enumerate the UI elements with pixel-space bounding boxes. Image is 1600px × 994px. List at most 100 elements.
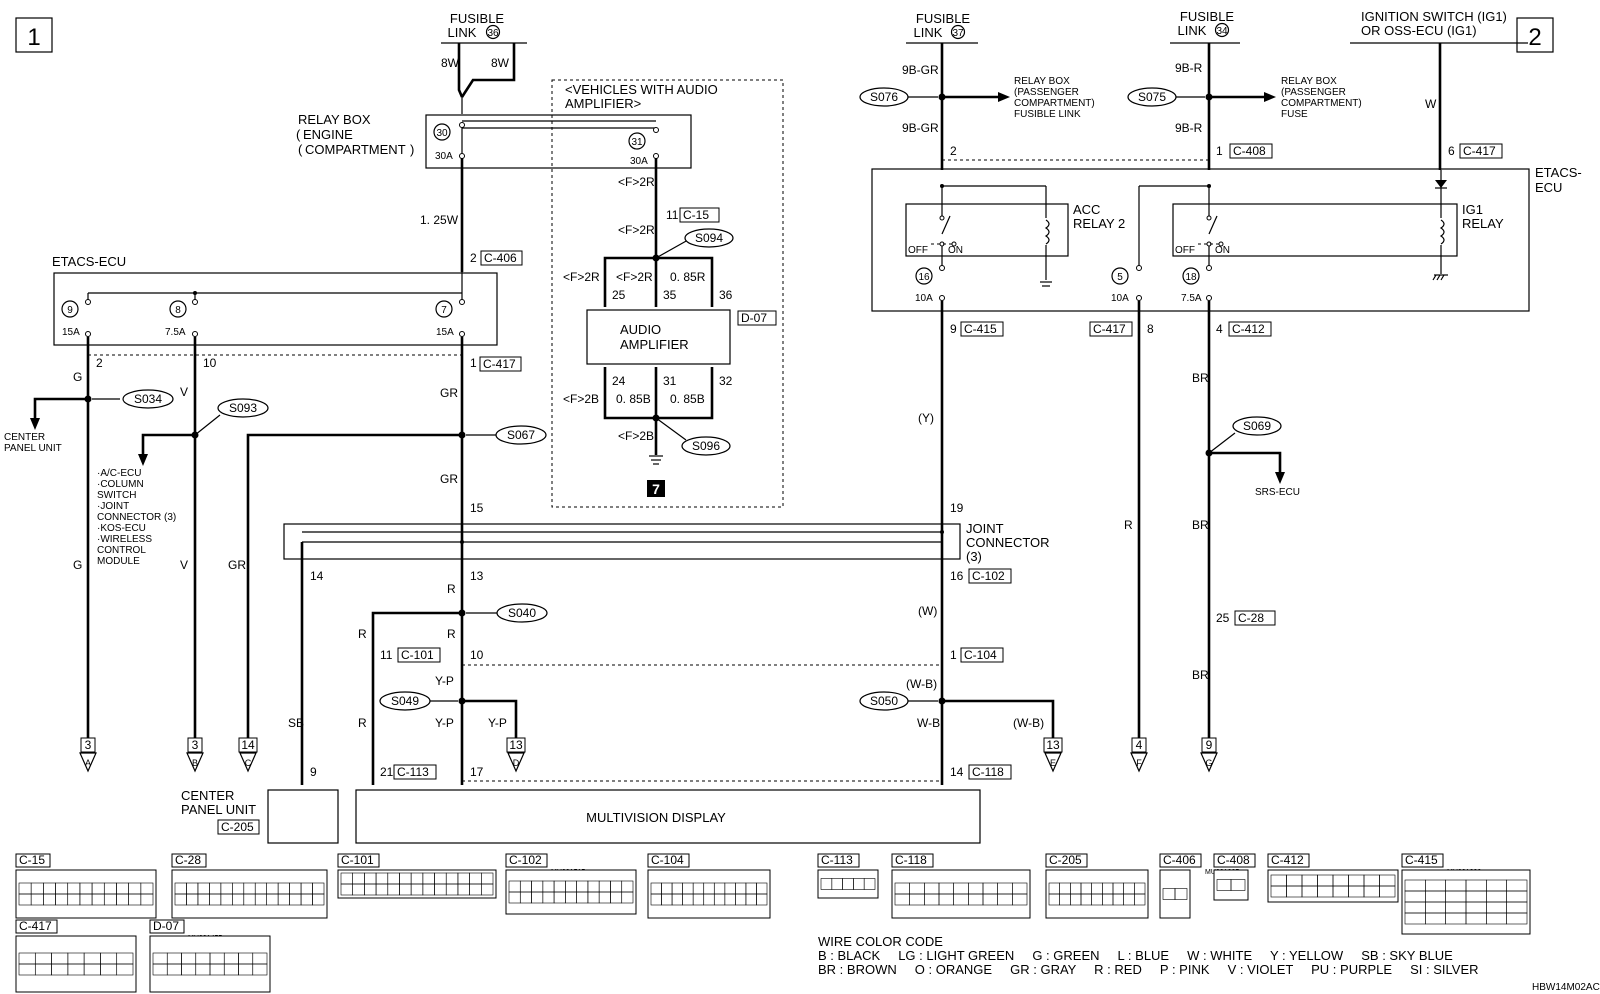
svg-text:ACC: ACC: [1073, 202, 1100, 217]
svg-text:LINK: LINK: [1178, 23, 1207, 38]
svg-text:C-102: C-102: [972, 569, 1005, 583]
svg-text:<F>2R: <F>2R: [618, 175, 655, 189]
connector-tag-c104: C-104: [960, 647, 1004, 663]
svg-text:C-102: C-102: [509, 853, 542, 867]
audio-amplifier: AUDIO AMPLIFIER D-07: [586, 309, 777, 365]
svg-text:): ): [410, 142, 414, 157]
svg-text:11: 11: [380, 648, 393, 662]
svg-text:(PASSENGER: (PASSENGER: [1014, 87, 1079, 98]
svg-text:4: 4: [1216, 322, 1223, 336]
svg-text:<F>2B: <F>2B: [563, 392, 599, 406]
page-marker-right: 2: [1516, 17, 1554, 53]
svg-text:30A: 30A: [435, 151, 453, 162]
svg-text:(W-B): (W-B): [1013, 716, 1044, 730]
svg-text:31: 31: [663, 374, 677, 388]
connector-view-c-205: C-205: [1045, 853, 1149, 919]
splice-s075: S075: [1127, 87, 1205, 107]
offpage-D: 13 D: [506, 737, 526, 773]
svg-text:PANEL UNIT: PANEL UNIT: [4, 443, 62, 454]
svg-text:24: 24: [612, 374, 626, 388]
svg-text:(W-B): (W-B): [906, 677, 937, 691]
svg-text:C-408: C-408: [1233, 144, 1266, 158]
svg-text:S076: S076: [870, 90, 898, 104]
destination-list: ·A/C-ECU ·COLUMN SWITCH ·JOINT CONNECTOR…: [97, 468, 176, 567]
svg-text:C-415: C-415: [964, 322, 997, 336]
svg-text:A: A: [85, 758, 91, 768]
svg-text:C-417: C-417: [19, 919, 52, 933]
svg-text:C-412: C-412: [1232, 322, 1265, 336]
svg-text:S049: S049: [391, 694, 419, 708]
svg-text:·A/C-ECU: ·A/C-ECU: [97, 468, 141, 479]
svg-text:1: 1: [27, 24, 40, 51]
svg-text:COMPARTMENT): COMPARTMENT): [1281, 98, 1362, 109]
svg-text:C-113: C-113: [821, 853, 853, 867]
svg-text:C-408: C-408: [1217, 853, 1250, 867]
svg-text:C-101: C-101: [401, 648, 434, 662]
offpage-B: 3 B: [186, 737, 204, 773]
svg-text:C-412: C-412: [1271, 853, 1304, 867]
svg-text:S096: S096: [692, 439, 720, 453]
svg-text:PANEL UNIT: PANEL UNIT: [181, 802, 256, 817]
svg-text:7.5A: 7.5A: [165, 327, 186, 338]
svg-text:V: V: [180, 558, 188, 572]
svg-text:(: (: [298, 142, 303, 157]
svg-text:18: 18: [1185, 272, 1197, 283]
svg-text:S034: S034: [134, 392, 162, 406]
svg-text:ON: ON: [948, 245, 963, 256]
svg-text:9B-R: 9B-R: [1175, 61, 1203, 75]
svg-text:10A: 10A: [915, 293, 933, 304]
svg-text:C-417: C-417: [483, 357, 516, 371]
svg-text:31: 31: [631, 137, 643, 148]
svg-text:ETACS-ECU: ETACS-ECU: [52, 254, 126, 269]
svg-text:AMPLIFIER>: AMPLIFIER>: [565, 96, 641, 111]
svg-text:3: 3: [192, 738, 199, 752]
svg-text:C-28: C-28: [175, 853, 201, 867]
svg-text:S040: S040: [508, 606, 536, 620]
svg-text:IG1: IG1: [1462, 202, 1483, 217]
svg-text:BR: BR: [1192, 518, 1209, 532]
svg-text:25: 25: [1216, 611, 1230, 625]
svg-text:30: 30: [436, 128, 448, 139]
svg-text:C-417: C-417: [1093, 322, 1126, 336]
svg-text:GR: GR: [440, 472, 458, 486]
svg-text:RELAY BOX: RELAY BOX: [298, 112, 371, 127]
connector-tag-c15: C-15: [679, 207, 720, 223]
svg-text:14: 14: [241, 738, 255, 752]
svg-text:2: 2: [96, 356, 103, 370]
svg-text:IGNITION SWITCH (IG1): IGNITION SWITCH (IG1): [1361, 9, 1507, 24]
svg-text:(Y): (Y): [918, 411, 934, 425]
svg-text:17: 17: [470, 765, 484, 779]
svg-text:CONNECTOR: CONNECTOR: [966, 535, 1050, 550]
svg-text:LINK: LINK: [448, 25, 477, 40]
svg-text:11: 11: [666, 208, 679, 222]
ig1-relay: IG1 RELAY OFF ON: [1138, 170, 1504, 281]
svg-text:34: 34: [1216, 26, 1228, 37]
connector-view-c-15: C-15: [15, 853, 157, 919]
svg-text:9: 9: [310, 765, 317, 779]
connector-face-views: C-15C-28C-101C-102MU801515C-104C-113C-11…: [15, 853, 1531, 993]
wire-label-1.25w: 1. 25W: [420, 213, 459, 227]
wire-label-8w-b: 8W: [491, 56, 510, 70]
svg-text:G: G: [73, 370, 82, 384]
splice-s049: S049: [379, 691, 458, 711]
svg-text:SB: SB: [288, 716, 304, 730]
svg-text:R: R: [447, 582, 456, 596]
svg-text:SWITCH: SWITCH: [97, 490, 136, 501]
svg-text:8: 8: [175, 305, 181, 316]
svg-text:9B-R: 9B-R: [1175, 121, 1203, 135]
svg-text:(W): (W): [918, 604, 937, 618]
svg-text:W-B: W-B: [917, 716, 940, 730]
svg-text:GR: GR: [440, 386, 458, 400]
svg-text:ON: ON: [1215, 245, 1230, 256]
svg-text:(3): (3): [966, 549, 982, 564]
connector-view-c-102: C-102MU801515: [505, 853, 637, 915]
svg-text:35: 35: [663, 288, 677, 302]
svg-text:C: C: [245, 758, 252, 768]
svg-text:32: 32: [719, 374, 733, 388]
diagram-code: HBW14M02AC: [1532, 982, 1600, 993]
svg-text:GR: GR: [228, 558, 246, 572]
svg-text:OFF: OFF: [908, 245, 928, 256]
svg-text:9: 9: [67, 305, 73, 316]
svg-text:G: G: [1205, 758, 1212, 768]
svg-text:B : BLACK LG : LIGHT GREEN: B : BLACK LG : LIGHT GREEN G : GREEN L :…: [818, 948, 1453, 963]
